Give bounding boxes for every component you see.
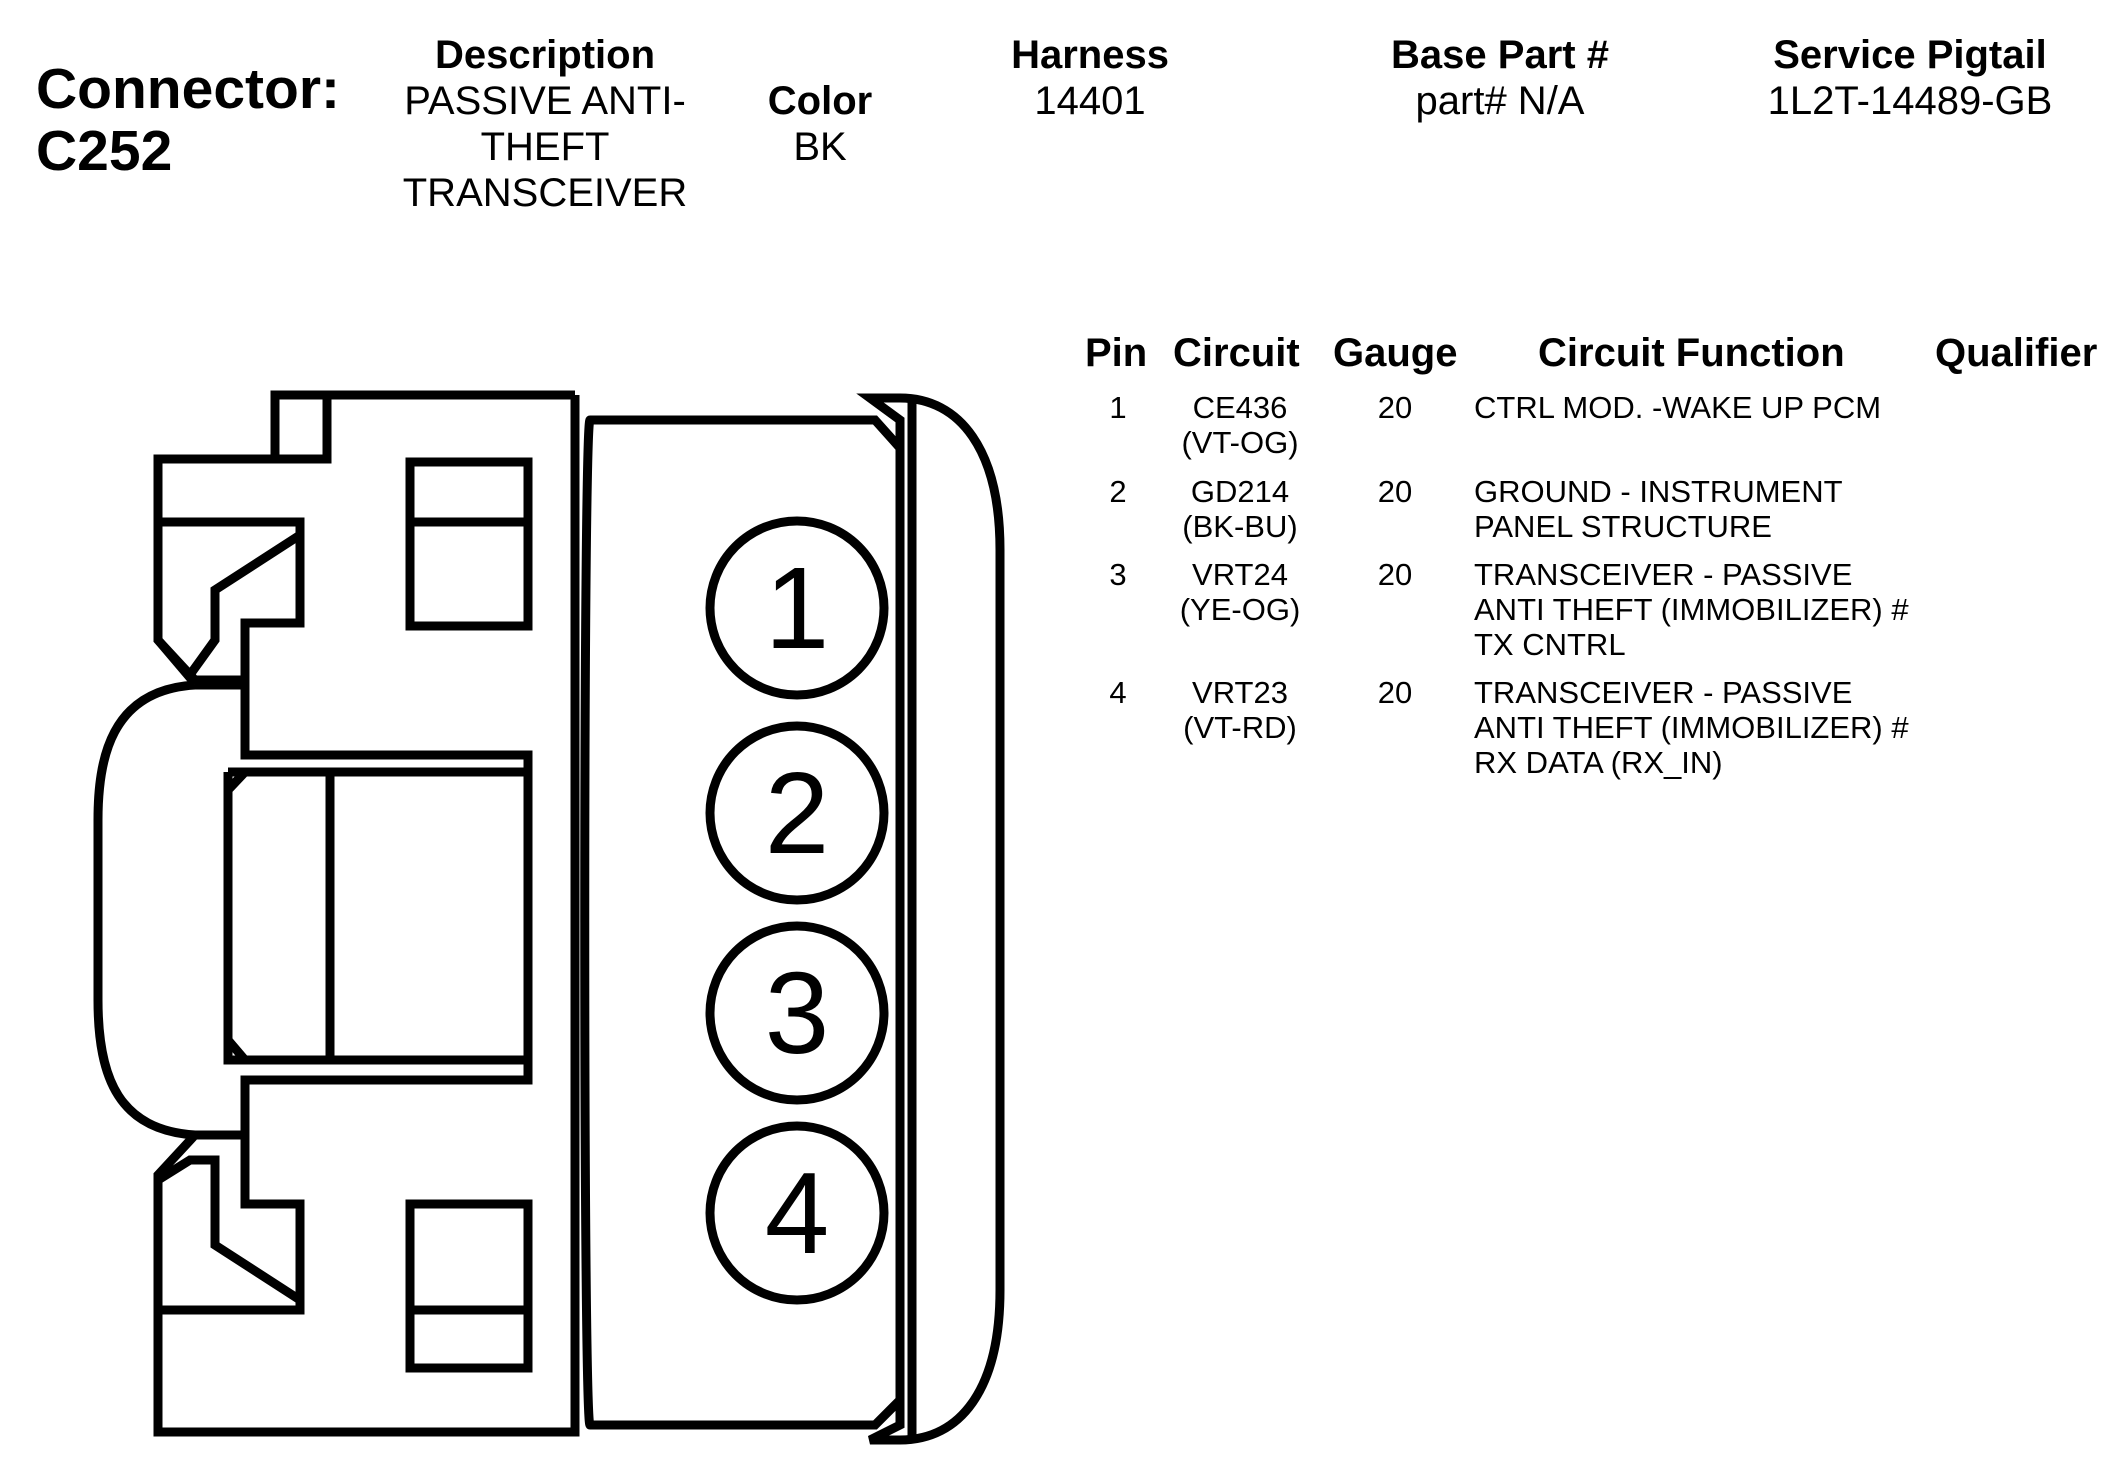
row-2-circuit: GD214 (BK-BU) (1160, 474, 1320, 544)
row-3-circuit: VRT24 (YE-OG) (1160, 557, 1320, 627)
latch-slot-left (223, 768, 249, 1063)
row-4-circuit-code: VRT23 (1192, 675, 1288, 710)
harness-value: 14401 (1034, 79, 1146, 123)
row-1-gauge: 20 (1377, 390, 1413, 425)
column-header-circuit: Circuit (1173, 331, 1300, 375)
harness-block: Harness 14401 (960, 32, 1220, 124)
description-label: Description (434, 33, 656, 77)
left-latch-rounded (93, 680, 245, 1140)
row-3-function-line-2: ANTI THEFT (IMMOBILIZER) # (1474, 592, 1909, 627)
row-1-function-line-1: CTRL MOD. -WAKE UP PCM (1474, 390, 1882, 425)
row-4-gauge: 20 (1377, 675, 1413, 710)
pin-circle-3 (705, 921, 889, 1105)
row-2-function: GROUND - INSTRUMENT PANEL STRUCTURE (1474, 474, 1843, 544)
connector-id: C252 (36, 119, 173, 183)
row-2-circuit-code: GD214 (1190, 474, 1290, 509)
row-2-pin: 2 (1109, 474, 1127, 509)
row-1-pin: 1 (1109, 390, 1127, 425)
row-3-pin: 3 (1109, 557, 1127, 592)
pin-number-3: 3 (765, 948, 830, 1078)
connector-title: Connector: C252 (36, 58, 340, 182)
column-header-gauge: Gauge (1333, 331, 1458, 375)
row-2-gauge: 20 (1377, 474, 1413, 509)
pin-circle-4 (705, 1121, 889, 1305)
base-part-value: part# N/A (1415, 79, 1585, 123)
upper-slot-box (405, 457, 533, 631)
row-2-function-line-1: GROUND - INSTRUMENT (1474, 474, 1843, 509)
connector-body-outline (158, 395, 575, 1432)
service-pigtail-block: Service Pigtail 1L2T-14489-GB (1720, 32, 2100, 124)
column-header-qualifier: Qualifier (1935, 331, 2098, 375)
row-4-wire-color: (VT-RD) (1183, 710, 1297, 745)
row-1-function: CTRL MOD. -WAKE UP PCM (1474, 390, 1881, 425)
row-3-circuit-code: VRT24 (1192, 557, 1288, 592)
base-part-label: Base Part # (1391, 33, 1609, 77)
description-line-3: TRANSCEIVER (402, 171, 688, 215)
latch-slot (223, 767, 533, 1065)
color-label: Color (767, 79, 873, 123)
pin-circle-2 (705, 721, 889, 905)
description-line-2: THEFT (480, 125, 610, 169)
pin-number-2: 2 (765, 748, 830, 878)
row-3-function-line-1: TRANSCEIVER - PASSIVE (1474, 557, 1853, 592)
bottom-latch-wedge (155, 1155, 303, 1304)
main-outline (153, 390, 580, 1437)
column-header-circuit-function: Circuit Function (1538, 331, 1845, 375)
color-value: BK (793, 125, 847, 169)
row-4-function: TRANSCEIVER - PASSIVE ANTI THEFT (IMMOBI… (1474, 675, 1909, 780)
row-4-function-line-3: RX DATA (RX_IN) (1474, 745, 1723, 780)
service-pigtail-label: Service Pigtail (1773, 33, 2047, 77)
connector-label: Connector: (36, 57, 340, 121)
row-4-function-line-1: TRANSCEIVER - PASSIVE (1474, 675, 1853, 710)
row-1-wire-color: (VT-OG) (1181, 425, 1299, 460)
row-1-circuit-code: CE436 (1192, 390, 1288, 425)
pin-number-1: 1 (765, 543, 830, 673)
row-1-circuit: CE436 (VT-OG) (1160, 390, 1320, 460)
row-4-pin: 4 (1109, 675, 1127, 710)
color-block: Color BK (720, 78, 920, 170)
top-latch-wedge (188, 531, 303, 675)
left-body-bottom (158, 1135, 305, 1315)
row-3-function: TRANSCEIVER - PASSIVE ANTI THEFT (IMMOBI… (1474, 557, 1909, 662)
left-body-top (153, 462, 305, 755)
lower-slot-box (405, 1199, 533, 1373)
row-4-function-line-2: ANTI THEFT (IMMOBILIZER) # (1474, 710, 1909, 745)
harness-label: Harness (1011, 33, 1169, 77)
description-block: Description PASSIVE ANTI- THEFT TRANSCEI… (370, 32, 720, 216)
row-2-function-line-2: PANEL STRUCTURE (1474, 509, 1772, 544)
pin-face (580, 415, 905, 1430)
right-rounded-cap (856, 393, 1005, 1445)
row-3-gauge: 20 (1377, 557, 1413, 592)
row-2-wire-color: (BK-BU) (1182, 509, 1298, 544)
row-4-circuit: VRT23 (VT-RD) (1160, 675, 1320, 745)
base-part-block: Base Part # part# N/A (1340, 32, 1660, 124)
description-line-1: PASSIVE ANTI- (404, 79, 686, 123)
service-pigtail-value: 1L2T-14489-GB (1767, 79, 2053, 123)
column-header-pin: Pin (1085, 331, 1148, 375)
top-latch-tab (270, 390, 332, 464)
row-3-function-line-3: TX CNTRL (1474, 627, 1626, 662)
pin-circle-1 (705, 516, 889, 700)
row-3-wire-color: (YE-OG) (1179, 592, 1301, 627)
pin-number-4: 4 (765, 1148, 830, 1278)
